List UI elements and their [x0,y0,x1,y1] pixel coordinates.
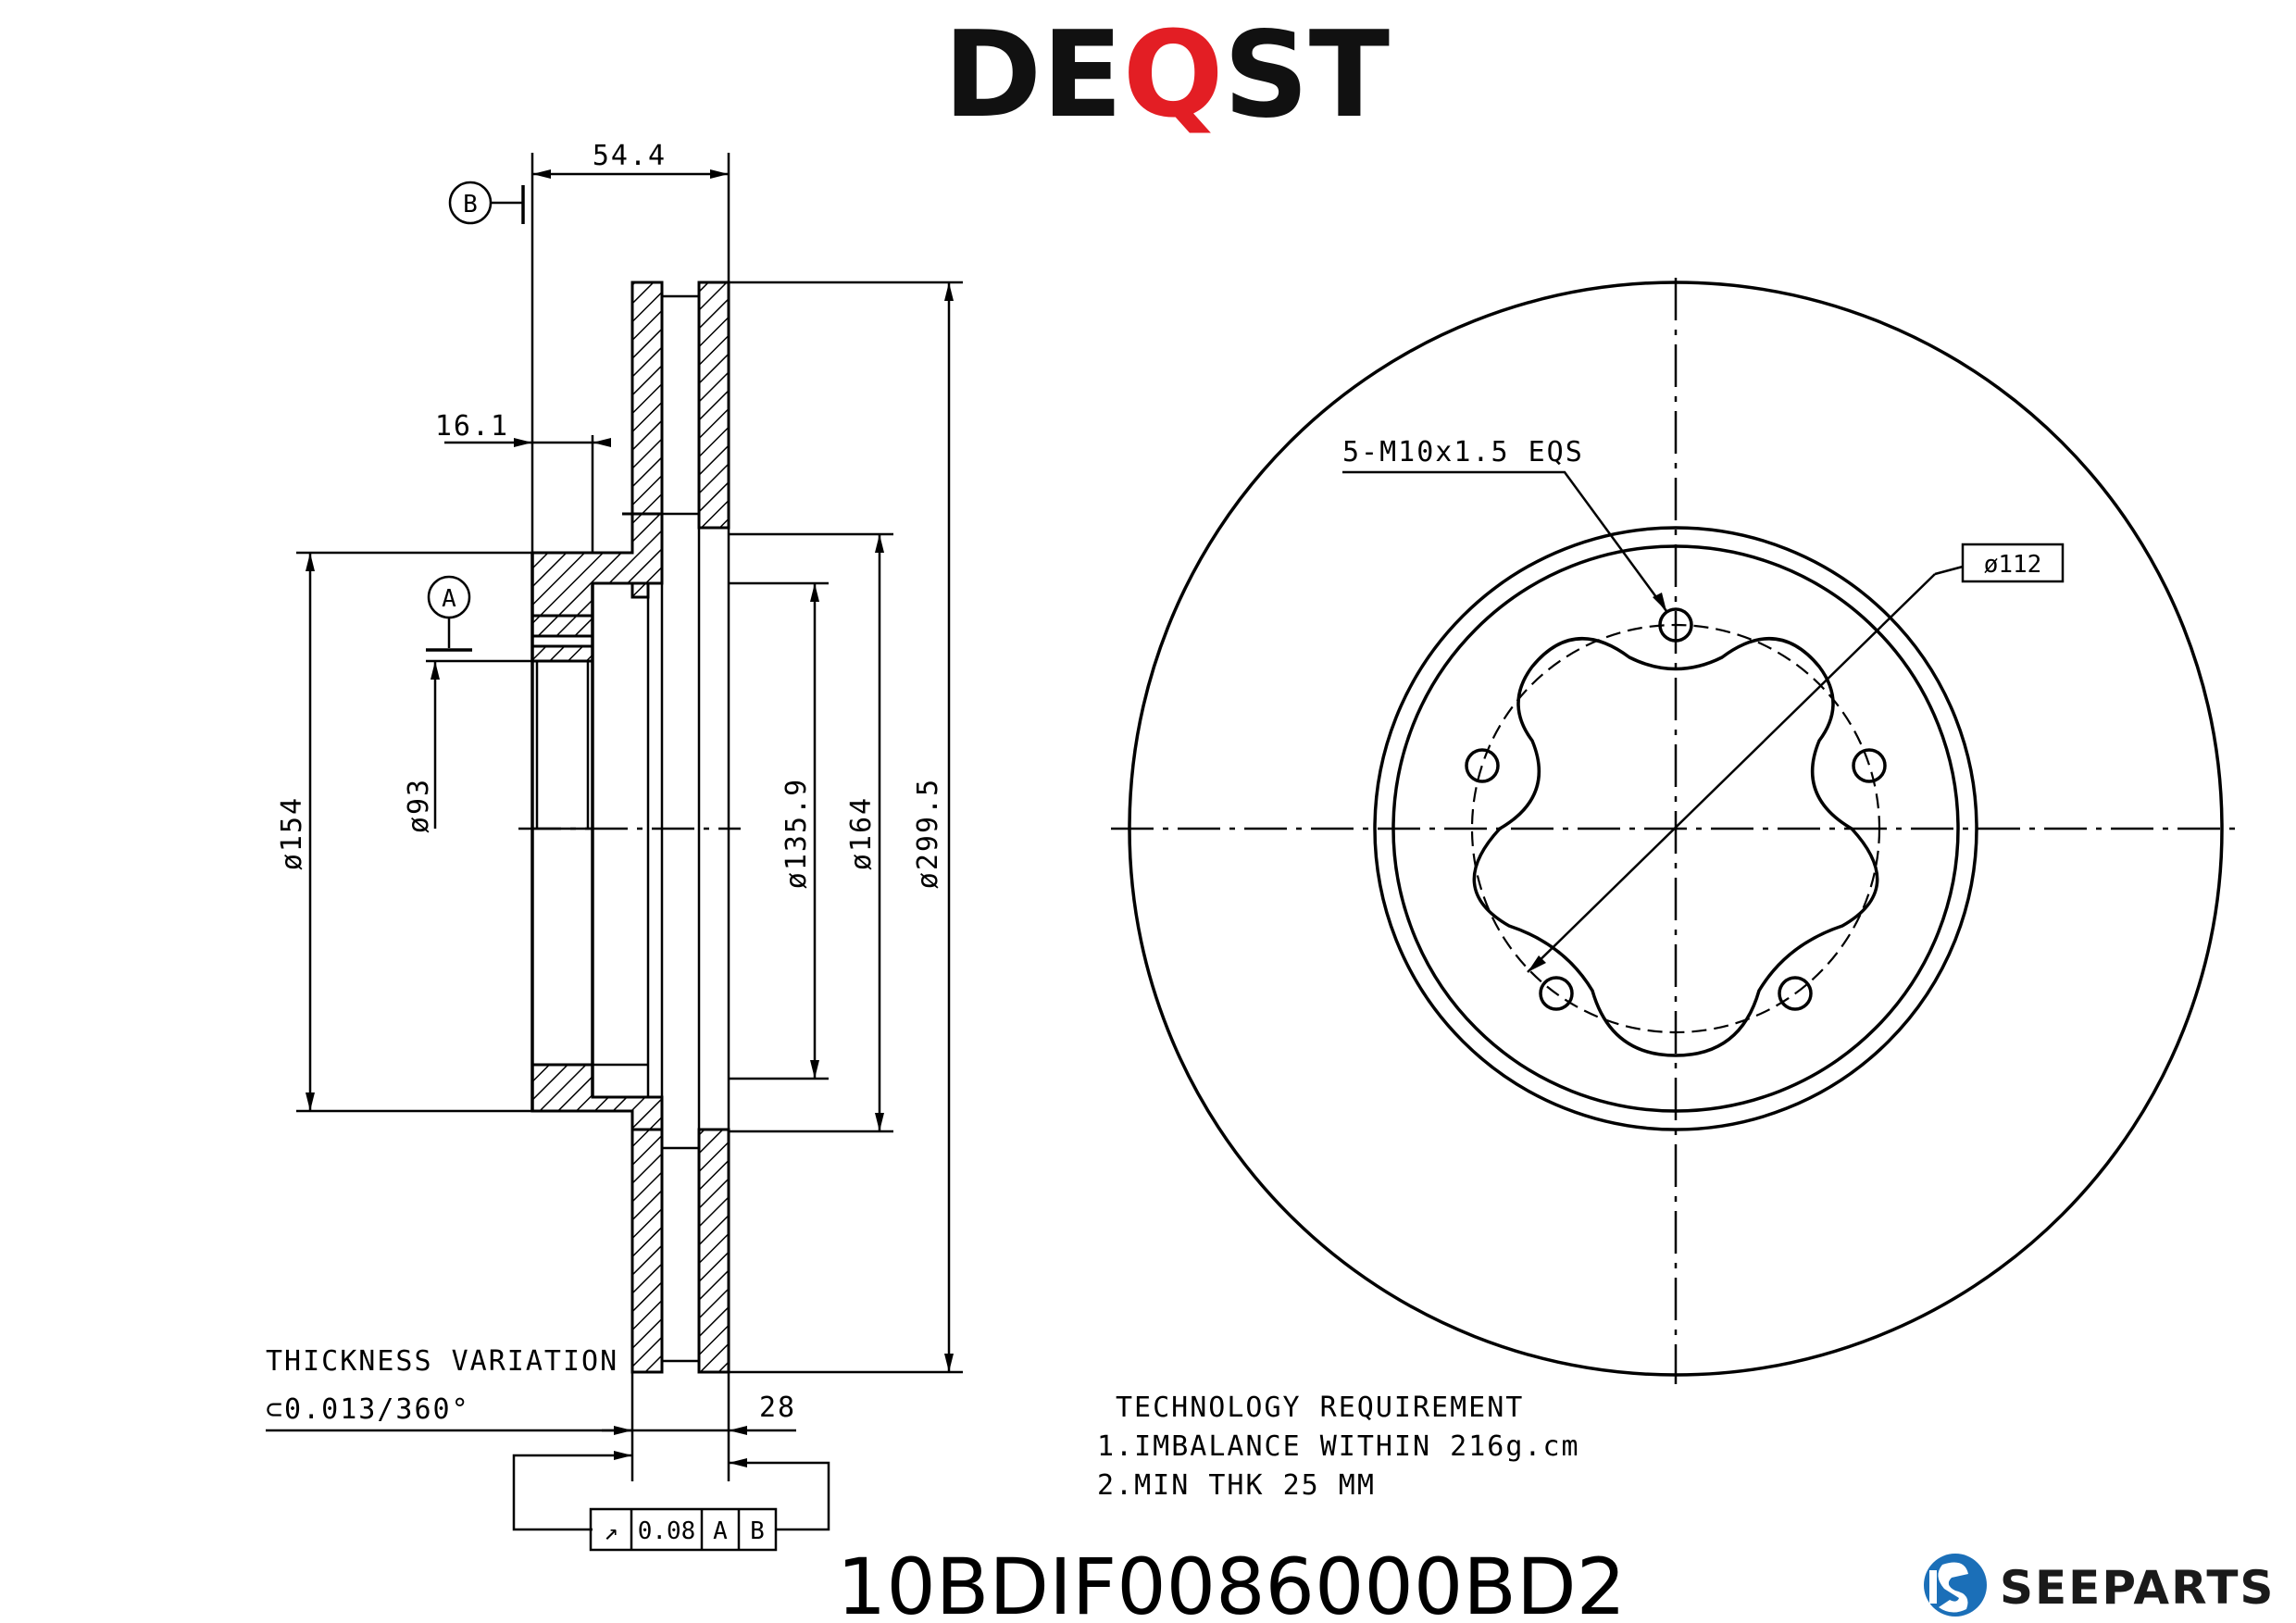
tolerance-ref-b: B [750,1517,765,1545]
runout-symbol: ↗ [604,1518,618,1546]
bolt-hole-4 [1539,976,1574,1011]
bolt-hole-2 [1852,748,1887,783]
inner-plate-upper [697,281,730,530]
hat-flange-upper [530,512,664,618]
dim-hat-depth: 16.1 [435,410,509,443]
tolerance-ref-a: A [713,1517,728,1545]
datum-a-label: A [442,585,456,613]
front-view: ø112 5-M10x1.5 EQS [1111,278,2240,1384]
tolerance-frame: ↗ 0.08 A B [589,1507,778,1552]
dim-offset: 54.4 [593,140,667,172]
outer-plate-lower [630,1128,664,1374]
dimensions-section: 54.4 B 16.1 A ø154 ø93 [266,140,963,1552]
tech-title: TECHNOLOGY REQUIREMENT [1116,1392,1524,1424]
thickness-variation-title: THICKNESS VARIATION [266,1345,618,1378]
hub-lobed-bore [1472,637,1879,1057]
tech-line-2: 2.MIN THK 25 MM [1097,1469,1376,1502]
dim-d299: ø299.5 [912,778,944,889]
dim-d135: ø135.9 [780,778,813,889]
seeparts-logo: SEEPARTS [1924,1554,2275,1617]
datum-b-label: B [463,191,478,218]
brand-logo: DEQST [943,6,1390,144]
dim-d93: ø93 [403,778,435,833]
part-number: 10BDIF0086000BD2 [837,1542,1626,1623]
hat-flange-lower [530,1063,664,1131]
thickness-variation-value: ⊂0.013/360° [266,1393,470,1426]
dim-pcd: ø112 [1984,551,2042,579]
dim-d154: ø154 [276,796,308,870]
bolt-hole-5 [1465,748,1500,783]
dim-holes: 5-M10x1.5 EQS [1342,436,1584,468]
seeparts-logo-icon [1924,1554,1987,1617]
bolt-seat-upper [530,614,594,638]
seeparts-text: SEEPARTS [2000,1561,2275,1615]
inner-plate-lower [697,1128,730,1374]
bolt-seat-lower [530,644,594,663]
tech-requirement: TECHNOLOGY REQUIREMENT 1.IMBALANCE WITHI… [1097,1392,1580,1502]
section-view [518,281,741,1374]
tolerance-value: 0.08 [638,1517,696,1545]
dim-thickness: 28 [759,1392,796,1424]
outer-plate-upper [630,281,664,518]
bolt-hole-3 [1778,976,1813,1011]
tech-line-1: 1.IMBALANCE WITHIN 216g.cm [1097,1430,1580,1463]
dim-d164: ø164 [845,796,878,870]
